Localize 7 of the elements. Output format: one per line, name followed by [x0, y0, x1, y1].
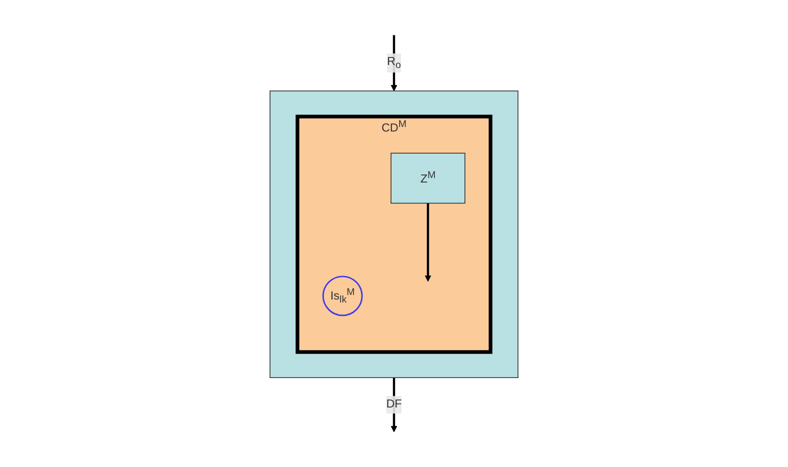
node-box: Z$^{M}$: [390, 152, 466, 204]
edge-label: DF: [386, 398, 402, 411]
arrow: [390, 378, 398, 432]
arrow: [390, 35, 398, 92]
cluster: [270, 90, 518, 378]
edge-label: R$_{o}$: [387, 56, 401, 70]
arrow: [424, 203, 432, 282]
